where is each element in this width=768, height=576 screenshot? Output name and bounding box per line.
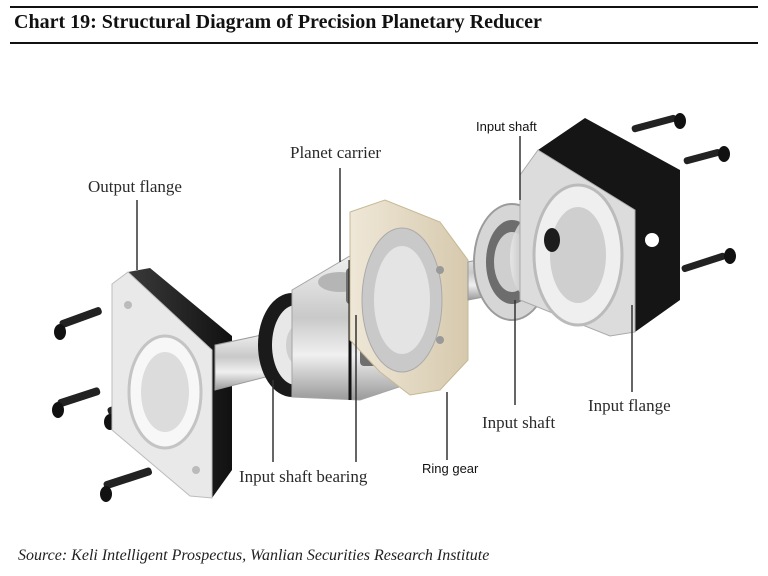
bolt-left-4 <box>100 467 153 502</box>
source-note: Source: Keli Intelligent Prospectus, Wan… <box>18 547 490 564</box>
label-ring-gear: Ring gear <box>422 461 479 476</box>
input-flange-part <box>519 118 680 337</box>
label-planet-carrier: Planet carrier <box>290 143 382 162</box>
ring-gear-part <box>349 199 469 396</box>
label-input-shaft-top: Input shaft <box>476 119 537 134</box>
bolt-right-1 <box>631 113 686 133</box>
bolt-left-2 <box>52 387 101 418</box>
label-input-shaft-bearing: Input shaft bearing <box>239 467 368 486</box>
title-bottom-rule <box>10 42 758 44</box>
label-input-flange: Input flange <box>588 396 671 415</box>
chart-title: Chart 19: Structural Diagram of Precisio… <box>14 11 542 33</box>
label-input-shaft-bottom: Input shaft <box>482 413 556 432</box>
output-flange-part <box>111 268 232 499</box>
bolt-right-3 <box>681 248 736 273</box>
label-output-flange: Output flange <box>88 177 182 196</box>
bolt-right-2 <box>683 146 730 165</box>
bolt-left-1 <box>54 307 102 340</box>
title-top-rule <box>10 6 758 8</box>
